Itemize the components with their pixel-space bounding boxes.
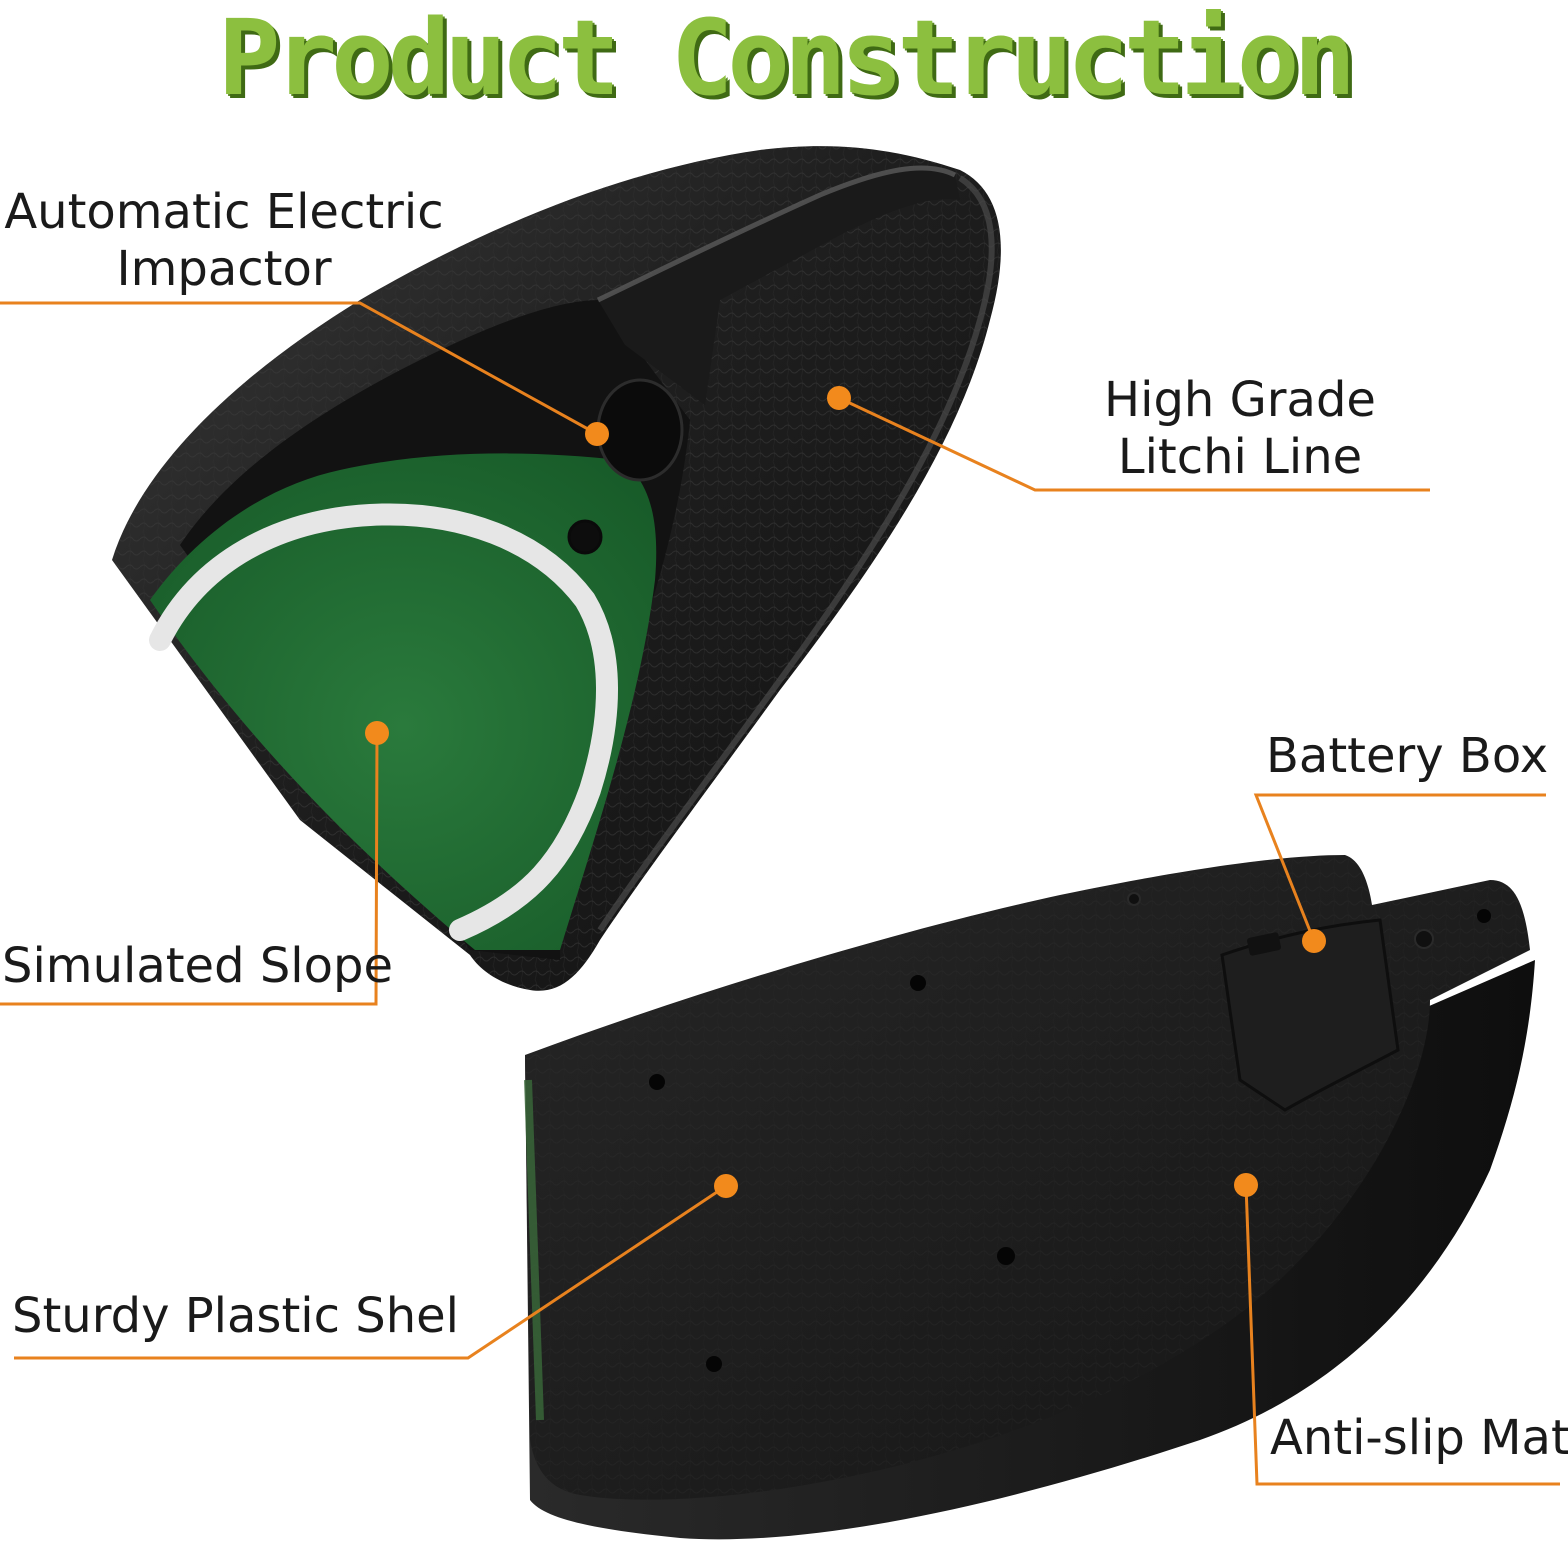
cup-top-handle (598, 167, 960, 405)
marker-dots (365, 386, 1326, 1198)
turf-slope (150, 453, 657, 950)
page-title: Product Construction (217, 0, 1356, 119)
callout-impactor-line1: Automatic Electric (4, 184, 444, 240)
callout-automatic-electric-impactor: Automatic Electric Impactor (4, 184, 444, 298)
callout-battery-box: Battery Box (1266, 728, 1549, 784)
marker-dot-litchi (827, 386, 851, 410)
marker-dot-battery (1302, 929, 1326, 953)
marker-dot-impactor (585, 422, 609, 446)
callout-litchi-line2: Litchi Line (1117, 429, 1363, 485)
leader-lines (0, 301, 1560, 1486)
callout-simulated-slope: Simulated Slope (2, 938, 393, 994)
callout-impactor-line2: Impactor (116, 241, 332, 297)
callout-anti-slip-mat: Anti-slip Mat (1270, 1410, 1568, 1466)
callout-litchi-line1: High Grade (1104, 372, 1376, 428)
putting-return-cup (112, 146, 1001, 991)
turf-white-line (149, 503, 618, 941)
leader-battery (1253, 793, 1546, 942)
leader-mat (1244, 1184, 1560, 1486)
callout-sturdy-plastic-shell: Sturdy Plastic Shel (12, 1288, 459, 1344)
leader-slope (0, 732, 379, 1006)
underside-base (524, 855, 1535, 1540)
leader-impactor (0, 301, 598, 436)
marker-dot-mat (1234, 1173, 1258, 1197)
turf-hole (567, 519, 603, 555)
callout-high-grade-litchi-line: High Grade Litchi Line (1070, 372, 1410, 486)
marker-dot-slope (365, 721, 389, 745)
marker-dot-shell (714, 1174, 738, 1198)
leader-shell (14, 1184, 727, 1360)
leader-litchi (838, 396, 1430, 492)
